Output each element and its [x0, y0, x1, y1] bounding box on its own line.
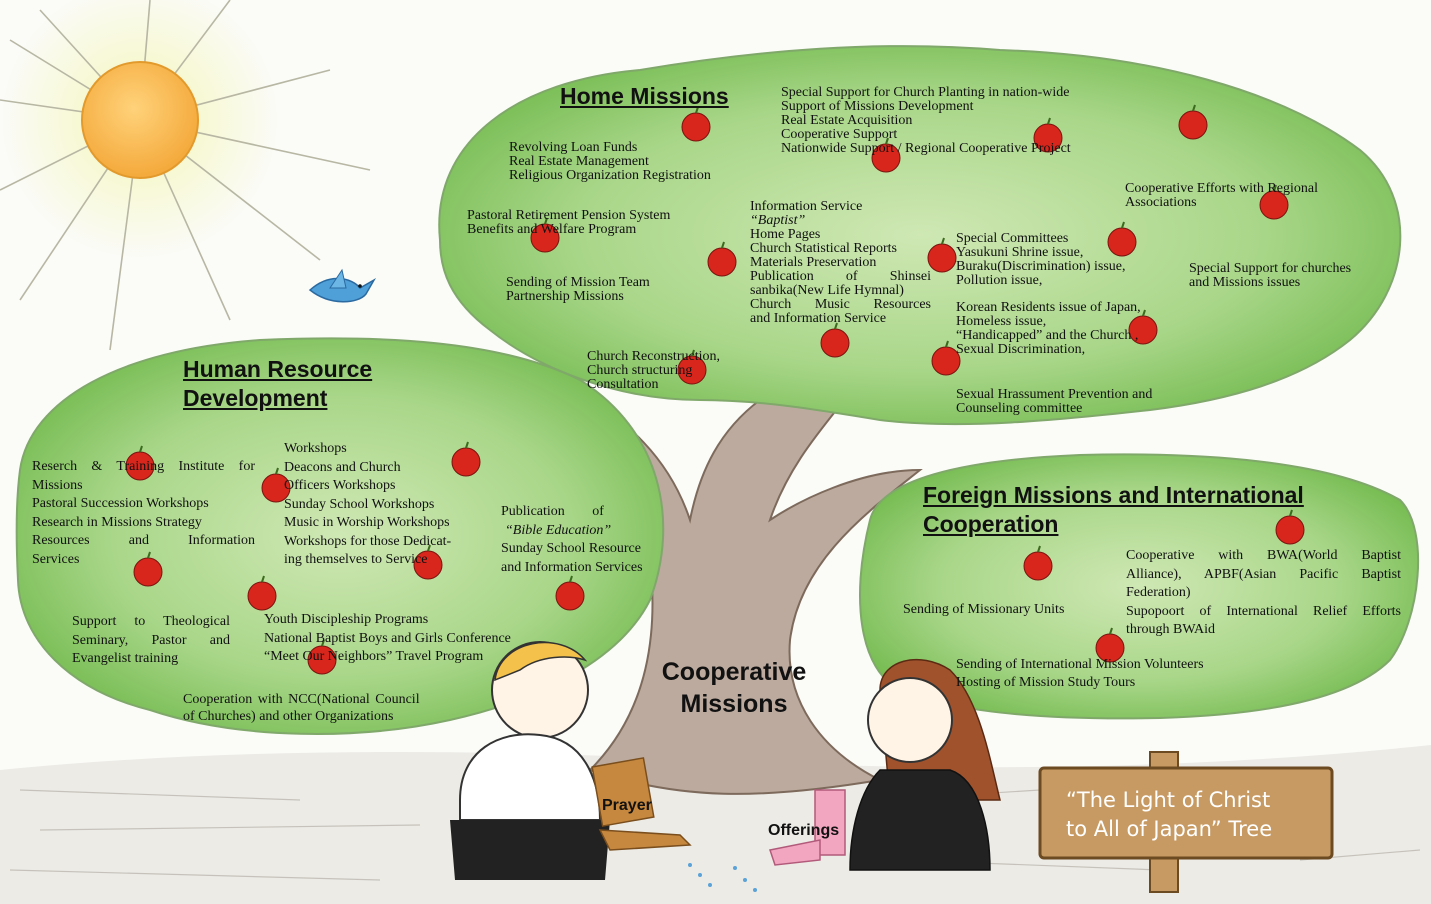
center-title-line: Cooperative: [661, 658, 807, 686]
apple-stem: [885, 137, 889, 145]
human-resource-heading: Human Resource Development: [183, 355, 372, 413]
apple-stem: [695, 106, 699, 114]
apple-stem: [569, 575, 573, 583]
foreign-group-bwa: Cooperative with BWA(World Baptist Allia…: [1126, 548, 1401, 637]
apple-stem: [834, 322, 838, 330]
apple-icon: [451, 447, 481, 477]
apple-stem: [1037, 545, 1041, 553]
apple-stem: [427, 544, 431, 552]
apple-icon: [555, 581, 585, 611]
apple-icon: [1178, 110, 1208, 140]
apple-icon: [707, 247, 737, 277]
apple-icon: [681, 112, 711, 142]
apple-stem: [1289, 509, 1293, 517]
apple-stem: [1109, 627, 1113, 635]
home-group-planting: Special Support for Church Planting in n…: [781, 85, 1071, 156]
human-group-research: Reserch & Training Institute for Mission…: [32, 459, 255, 567]
apple-icon: [247, 581, 277, 611]
apple-stem: [261, 575, 265, 583]
apple-stem: [1142, 309, 1146, 317]
apple-stem: [691, 349, 695, 357]
home-group-korean: Korean Residents issue of Japan,Homeless…: [956, 300, 1141, 357]
human-heading-line: Development: [183, 385, 328, 411]
foreign-heading-line: Cooperation: [923, 511, 1059, 537]
foreign-group-volunteers: Sending of International Mission Volunte…: [956, 657, 1204, 690]
apple-stem: [1047, 117, 1051, 125]
home-group-reconstruction: Church Reconstruction,Church structuring…: [587, 349, 720, 392]
apple-stem: [945, 340, 949, 348]
sign-line: “The Light of Christ: [1066, 788, 1271, 812]
foreign-missions-heading: Foreign Missions and International Coope…: [923, 481, 1304, 539]
water-drops: [688, 863, 757, 892]
apple-stem: [1121, 221, 1125, 229]
apple-stem: [721, 241, 725, 249]
foreign-group-units: Sending of Missionary Units: [903, 602, 1065, 617]
center-title-line: Missions: [680, 690, 788, 718]
apple-stem: [1273, 184, 1277, 192]
apple-icon: [820, 328, 850, 358]
human-group-publication: Publication of “Bible Education” Sunday …: [501, 504, 643, 575]
sign-text: “The Light of Christ to All of Japan” Tr…: [1066, 786, 1272, 844]
foliage-human: [15, 337, 665, 735]
boy-figure: [450, 641, 692, 880]
signpost: [1038, 751, 1334, 893]
human-group-seminary: Support to Theological Seminary, Pastor …: [72, 614, 230, 666]
apple-stem: [941, 237, 945, 245]
sign-line: to All of Japan” Tree: [1066, 817, 1273, 841]
apples: [125, 104, 1305, 675]
human-heading-line: Human Resource: [183, 356, 373, 382]
prayer-label: Prayer: [602, 797, 652, 814]
apple-stem: [321, 639, 325, 647]
apple-stem: [275, 467, 279, 475]
apple-icon: [927, 243, 957, 273]
apple-stem: [1192, 104, 1196, 112]
apple-stem: [465, 441, 469, 449]
apple-stem: [139, 445, 143, 453]
foliage-home: [438, 45, 1402, 426]
center-title: Cooperative Missions: [648, 656, 820, 720]
girl-figure: [769, 658, 1001, 871]
apple-stem: [544, 217, 548, 225]
home-group-information: Information Service “Baptist” Home Pages…: [750, 199, 931, 326]
offerings-label: Offerings: [768, 822, 840, 839]
bird-icon: [308, 268, 377, 303]
apple-stem: [147, 551, 151, 559]
home-missions-heading: Home Missions: [560, 83, 729, 109]
foreign-heading-line: Foreign Missions and International: [923, 482, 1304, 508]
sun: [81, 61, 199, 179]
apple-icon: [1023, 551, 1053, 581]
